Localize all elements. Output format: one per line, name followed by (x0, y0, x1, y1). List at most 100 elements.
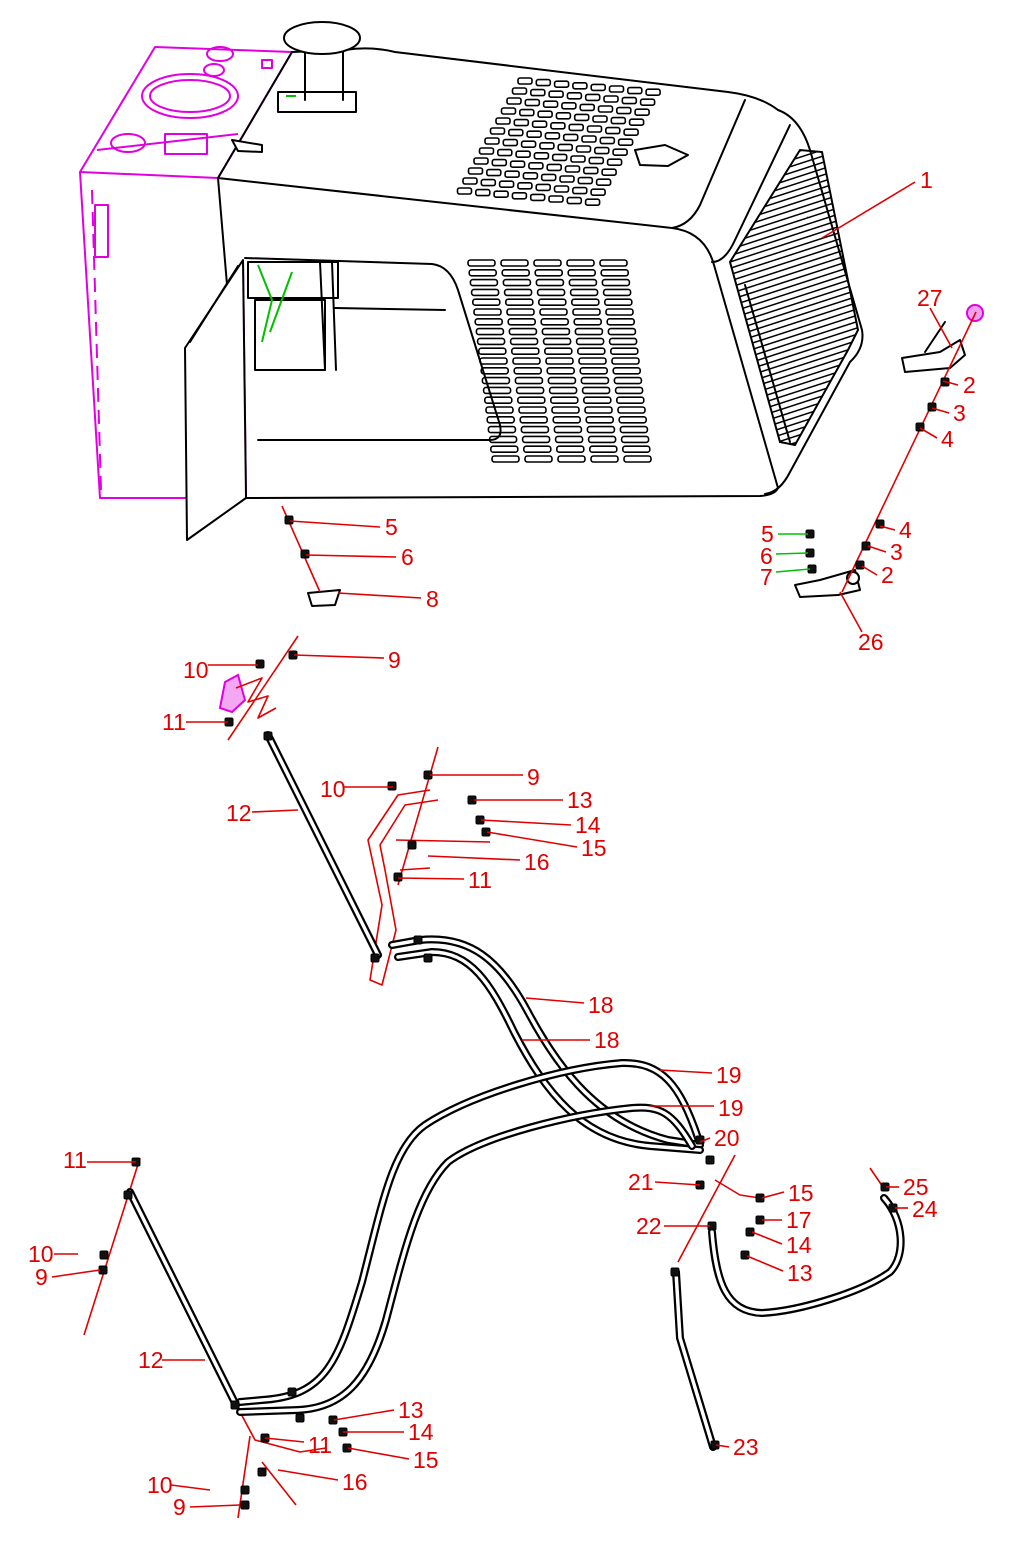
leader-line (397, 877, 465, 880)
callout-label: 9 (388, 647, 401, 673)
grille-slot (473, 157, 489, 165)
grille-slot (606, 158, 623, 166)
grille-slot (607, 327, 637, 336)
grille-slot (520, 140, 537, 148)
grille-slot (539, 308, 568, 316)
callout-label: 12 (138, 1347, 164, 1373)
grille-slot (584, 198, 601, 206)
grille-slot (510, 347, 540, 356)
grille-slot (572, 308, 601, 316)
callout-label: 9 (527, 764, 540, 790)
grille-slot (626, 86, 643, 95)
leader-line (486, 831, 578, 848)
grille-slot (517, 77, 533, 85)
grille-slot (504, 170, 520, 178)
grille-slot (489, 445, 519, 454)
grille-slot (467, 259, 496, 267)
grille-slot (524, 455, 553, 463)
grille-slot (495, 117, 511, 125)
grille-slot (600, 268, 630, 277)
grille-slot (521, 435, 551, 444)
grille-slot (601, 278, 631, 287)
grille-slot (573, 113, 590, 122)
fitting (295, 1413, 305, 1423)
grille-slot (608, 85, 625, 93)
grille-slot (548, 90, 564, 98)
callout-label: 10 (320, 776, 346, 802)
grille-slot (477, 347, 507, 356)
callout-label: 9 (35, 1264, 48, 1290)
grille-slot (575, 337, 605, 346)
grille-slot (595, 178, 612, 186)
leader-line (525, 997, 585, 1004)
grille-slot (582, 396, 612, 405)
engine-hood (184, 21, 864, 541)
grille-slot (541, 327, 571, 336)
grille-slot (474, 188, 491, 197)
callout-label: 27 (917, 285, 943, 311)
grille-slot (603, 95, 619, 103)
grille-slot (534, 268, 564, 277)
grille-slot (507, 128, 524, 137)
grille-slot (493, 190, 509, 198)
callout-label: 20 (714, 1125, 740, 1151)
callout-label: 23 (733, 1434, 759, 1460)
fitting (927, 402, 937, 412)
hood-latch (231, 139, 263, 153)
callout-label: 13 (567, 787, 593, 813)
grille-slot (568, 123, 585, 132)
callout-label: 19 (716, 1062, 742, 1088)
grille-slot (604, 126, 621, 135)
pipe-19-b (236, 1103, 696, 1416)
grille-slot (634, 108, 650, 116)
callout-label: 1 (920, 167, 933, 193)
callout-label: 18 (594, 1027, 620, 1053)
grille-slot (588, 445, 618, 454)
grille-slot (566, 196, 583, 205)
grille-slot (623, 128, 639, 136)
callout-label: 2 (881, 562, 894, 588)
grille-slot (555, 445, 585, 454)
grille-slot (619, 425, 649, 434)
grille-slot (496, 148, 513, 157)
leader-line (251, 809, 299, 813)
pipe-19-a (236, 1058, 702, 1406)
pipe-12-lower (126, 1188, 240, 1409)
grille-slot (507, 317, 537, 326)
grille-slot (485, 406, 514, 414)
grille-slot (467, 167, 484, 175)
fitting (284, 515, 294, 525)
fitting (423, 953, 433, 963)
pipe-23 (672, 1268, 717, 1451)
grille-slot (575, 145, 592, 153)
leader-line (337, 592, 422, 599)
grille-slot (599, 259, 628, 267)
grille-slot (531, 120, 548, 128)
grille-slot (590, 83, 607, 92)
grille-slot (485, 168, 502, 177)
grille-slot (529, 88, 546, 97)
grille-slot (550, 122, 566, 130)
bracket-27 (901, 321, 966, 373)
grille-slot (605, 308, 634, 316)
leader-line (699, 1137, 711, 1143)
fitting (230, 1400, 240, 1410)
grille-slot (539, 142, 555, 150)
grille-slot (535, 183, 552, 192)
grille-slot (548, 195, 564, 203)
grille-slot (586, 125, 603, 133)
grille-slot (645, 88, 661, 96)
grille-slot (570, 298, 600, 307)
grille-slot (580, 376, 610, 385)
grille-slot (518, 108, 535, 117)
fitting (99, 1250, 109, 1260)
grille-slot (483, 396, 513, 405)
grille-slot (468, 268, 498, 277)
leader-line (751, 1231, 783, 1245)
leader-line (746, 1255, 784, 1272)
leader-line (775, 552, 809, 555)
callout-label: 21 (628, 1169, 654, 1195)
leader-line (333, 1409, 395, 1421)
fitting (300, 549, 310, 559)
